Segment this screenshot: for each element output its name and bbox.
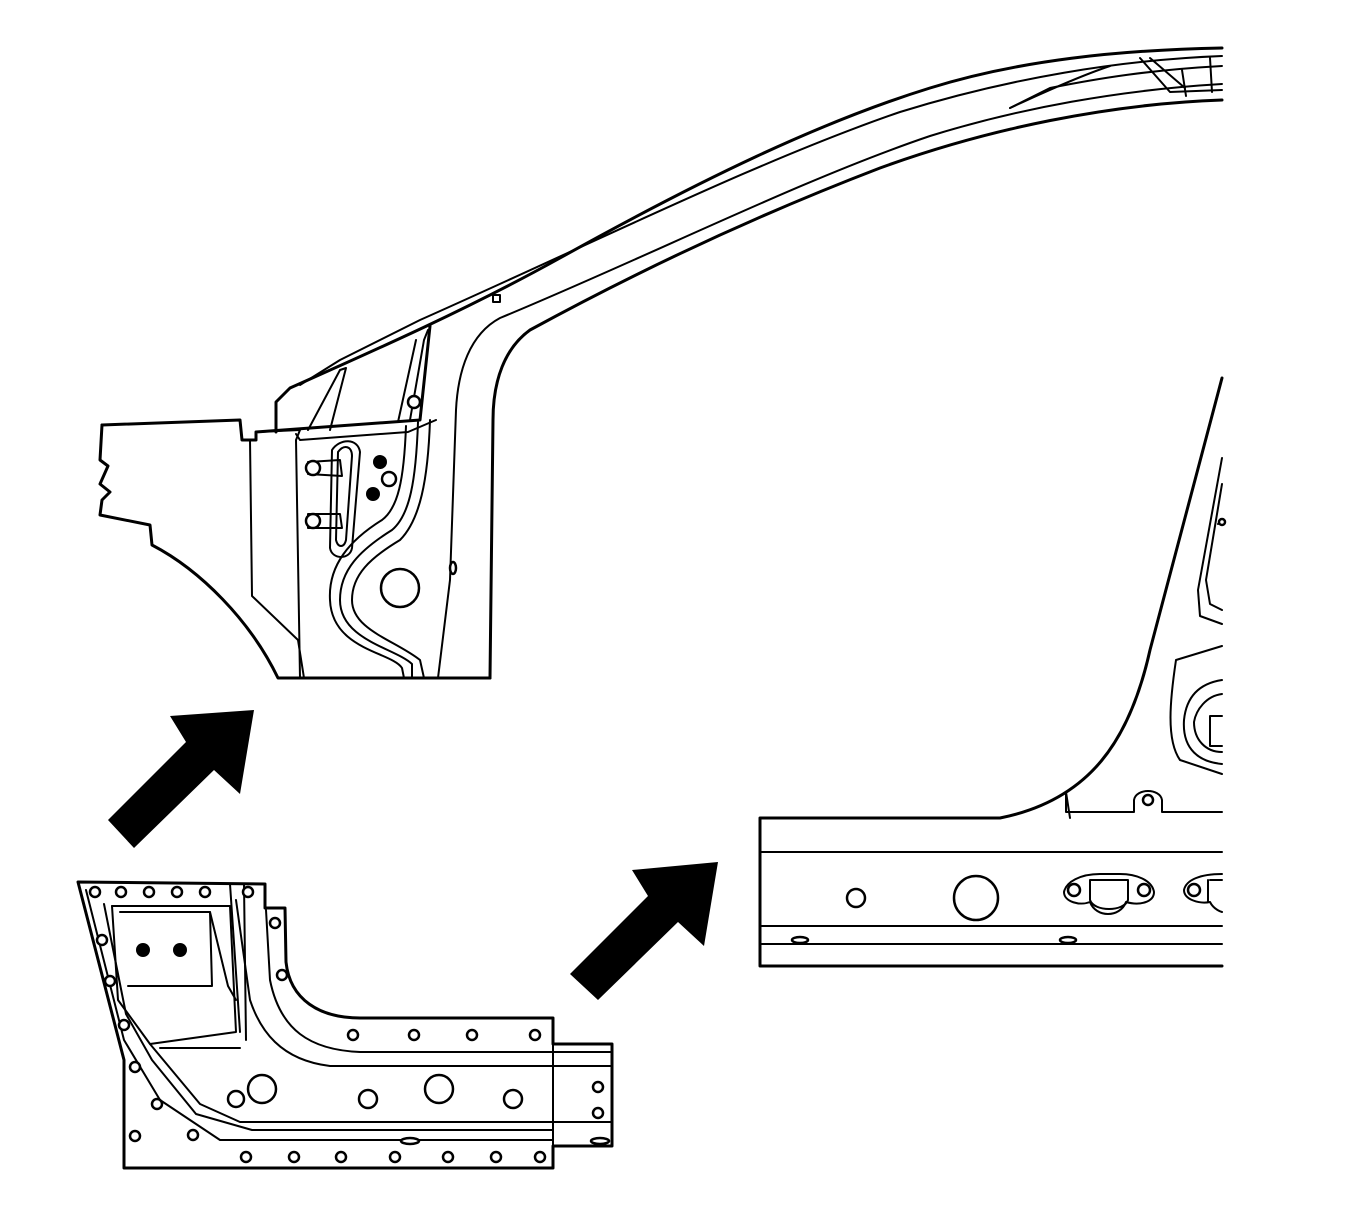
small-rocker-part <box>76 880 614 1170</box>
upper-pillar-panel <box>98 46 1224 680</box>
arrow-up-left <box>108 710 254 848</box>
rocker-section-panel <box>758 376 1227 968</box>
arrow-up-right <box>570 862 718 1000</box>
